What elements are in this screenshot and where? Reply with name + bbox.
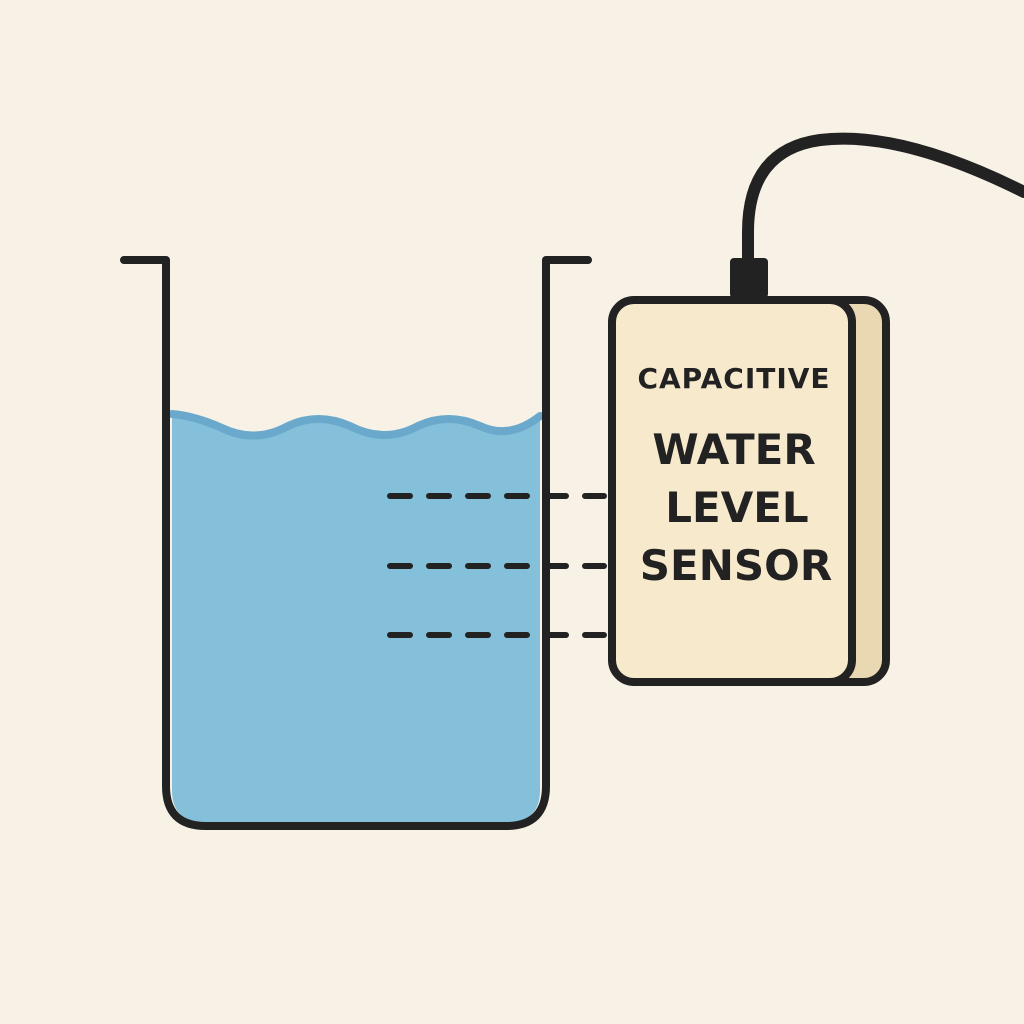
dashed-sensing-lines bbox=[387, 493, 607, 638]
sensor-subtitle: CAPACITIVE bbox=[637, 362, 830, 395]
cable-connector bbox=[730, 258, 768, 298]
sensor-title-line-2: LEVEL bbox=[665, 483, 808, 532]
sensor-title-line-1: WATER bbox=[652, 425, 815, 474]
beaker-container-icon bbox=[120, 256, 592, 830]
water-surface bbox=[168, 410, 544, 440]
sensor-title-line-3: SENSOR bbox=[640, 541, 832, 590]
power-cable-icon bbox=[742, 132, 1024, 268]
water-fill bbox=[172, 414, 540, 822]
sensor-box-face bbox=[608, 296, 856, 686]
